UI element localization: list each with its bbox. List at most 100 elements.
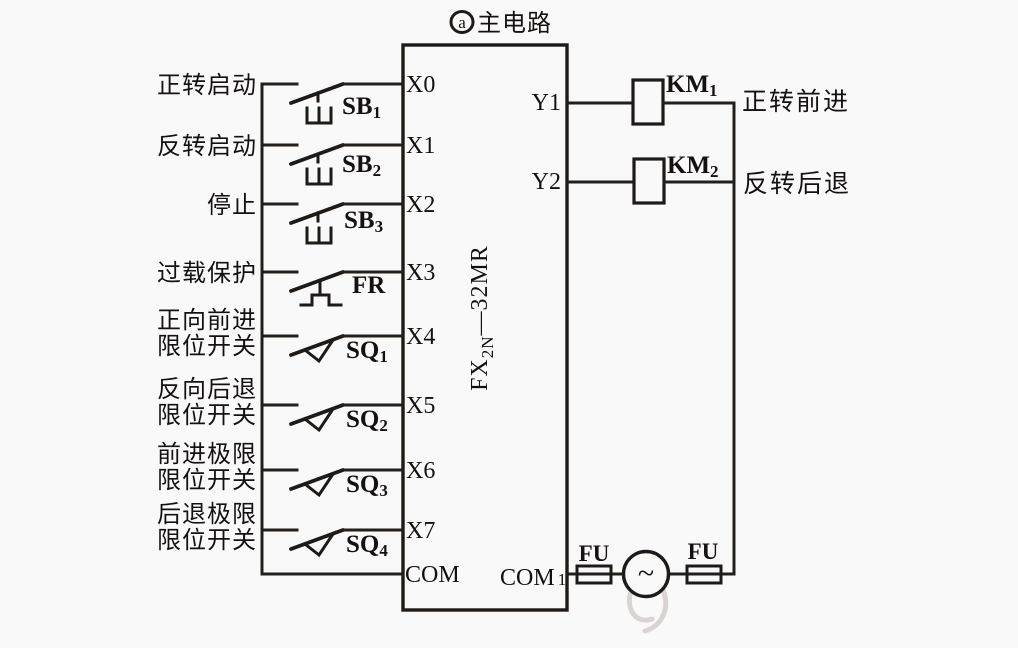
switch-blade-icon [289, 468, 345, 491]
diagram-title: a 主电路 [449, 10, 552, 37]
device-name: SQ [346, 406, 379, 433]
input-label-line2: 限位开关 [157, 467, 257, 494]
input-row-sb1: 正转启动 SB1 X0 [157, 72, 435, 125]
device-label: SQ2 [346, 406, 388, 435]
circled-a-icon [449, 10, 475, 34]
input-label-line2: 限位开关 [157, 333, 257, 360]
limit-switch-icon [302, 406, 336, 433]
device-name: SQ [346, 531, 379, 558]
terminal-x7: X7 [406, 518, 435, 544]
device-subscript: 2 [373, 161, 382, 180]
ac-source-icon [621, 549, 671, 599]
device-name: SQ [346, 337, 379, 364]
input-row-fr: 过载保护 FR X3 [157, 260, 435, 307]
device-subscript: 3 [375, 217, 384, 236]
terminal-x6: X6 [406, 458, 435, 484]
input-row-sq3: 前进极限 限位开关 SQ3 X6 [157, 441, 435, 500]
terminal-x1: X1 [406, 133, 435, 159]
device-name: SB [342, 93, 373, 120]
input-label-line2: 限位开关 [157, 527, 257, 554]
device-label: SQ4 [346, 531, 388, 560]
device-name: KM [666, 71, 709, 98]
device-label: SB3 [344, 207, 383, 236]
terminal-com1-text: COM [500, 565, 555, 591]
input-label-line1: 反向后退 [157, 376, 257, 403]
device-label: KM2 [667, 152, 719, 181]
print-smudge [626, 591, 655, 623]
device-subscript: 1 [373, 103, 382, 122]
fuse-left-icon [575, 564, 613, 585]
limit-switch-icon [302, 337, 336, 364]
pushbutton-icon [305, 211, 333, 245]
device-name: KM [667, 152, 710, 179]
fuse-left-label: FU [579, 541, 610, 566]
plc-model-prefix: FX [467, 358, 493, 391]
input-row-sq1: 正向前进 限位开关 SQ1 X4 [157, 307, 435, 366]
device-subscript: 1 [709, 81, 718, 100]
input-label: 反转启动 [157, 133, 257, 160]
input-label: 停止 [207, 192, 257, 219]
plc-model-subscript: 2N [478, 335, 497, 358]
terminal-x2: X2 [406, 192, 435, 218]
device-subscript: 2 [710, 162, 719, 181]
device-label: SB2 [342, 151, 381, 180]
input-label-line1: 后退极限 [157, 501, 257, 528]
plc-model-label: FX2N—32MR [467, 245, 497, 391]
device-name: SB [342, 151, 373, 178]
device-name: FR [352, 272, 386, 299]
input-row-sb3: 停止 SB3 X2 [207, 192, 435, 245]
input-row-sq2: 反向后退 限位开关 SQ2 X5 [157, 376, 435, 435]
input-row-sq4: 后退极限 限位开关 SQ4 X7 [157, 501, 435, 560]
fuse-right-icon [685, 564, 723, 585]
plc-box [401, 43, 569, 612]
switch-blade-icon [289, 403, 345, 426]
plc-model-suffix: —32MR [467, 245, 493, 336]
switch-blade-icon [289, 528, 345, 551]
device-label: FR [352, 272, 386, 299]
switch-blade-icon [289, 334, 345, 357]
input-label-line1: 前进极限 [157, 441, 257, 468]
input-label: 过载保护 [157, 260, 257, 287]
input-label-line2: 限位开关 [157, 402, 257, 429]
device-name: SB [344, 207, 375, 234]
pushbutton-icon [305, 152, 333, 186]
terminal-com1-subscript: 1 [558, 570, 567, 589]
input-label-line1: 正向前进 [157, 307, 257, 334]
input-common-bus [260, 82, 405, 576]
device-name: SQ [346, 471, 379, 498]
contactor-coil-km1-icon [631, 78, 665, 126]
contactor-coil-km2-icon [632, 157, 666, 205]
terminal-y2: Y2 [532, 169, 561, 195]
terminal-x3: X3 [406, 260, 435, 286]
device-subscript: 1 [379, 347, 388, 366]
input-label: 正转启动 [157, 72, 257, 99]
thermal-overload-icon [299, 280, 343, 307]
switch-blade-icon [289, 270, 345, 293]
terminal-x4: X4 [406, 324, 435, 350]
device-label: KM1 [666, 71, 718, 100]
output-row-km2: Y2 KM2 反转后退 [532, 152, 849, 205]
device-subscript: 4 [379, 541, 388, 560]
output-label: 正转前进 [742, 88, 850, 116]
terminal-y1: Y1 [532, 90, 561, 116]
limit-switch-icon [302, 531, 336, 558]
device-label: SQ3 [346, 471, 388, 500]
terminal-x0: X0 [406, 72, 435, 98]
device-subscript: 3 [379, 481, 388, 500]
device-subscript: 2 [379, 416, 388, 435]
limit-switch-icon [302, 471, 336, 498]
device-label: SQ1 [346, 337, 388, 366]
title-text: 主电路 [477, 10, 552, 37]
input-row-sb2: 反转启动 SB2 X1 [157, 133, 435, 186]
terminal-x5: X5 [406, 393, 435, 419]
pushbutton-icon [305, 91, 333, 125]
output-row-km1: Y1 KM1 正转前进 [532, 71, 850, 126]
terminal-com-input: COM [405, 562, 460, 588]
fuse-right-label: FU [688, 539, 719, 564]
title-badge: a [458, 13, 466, 32]
device-label: SB1 [342, 93, 381, 122]
